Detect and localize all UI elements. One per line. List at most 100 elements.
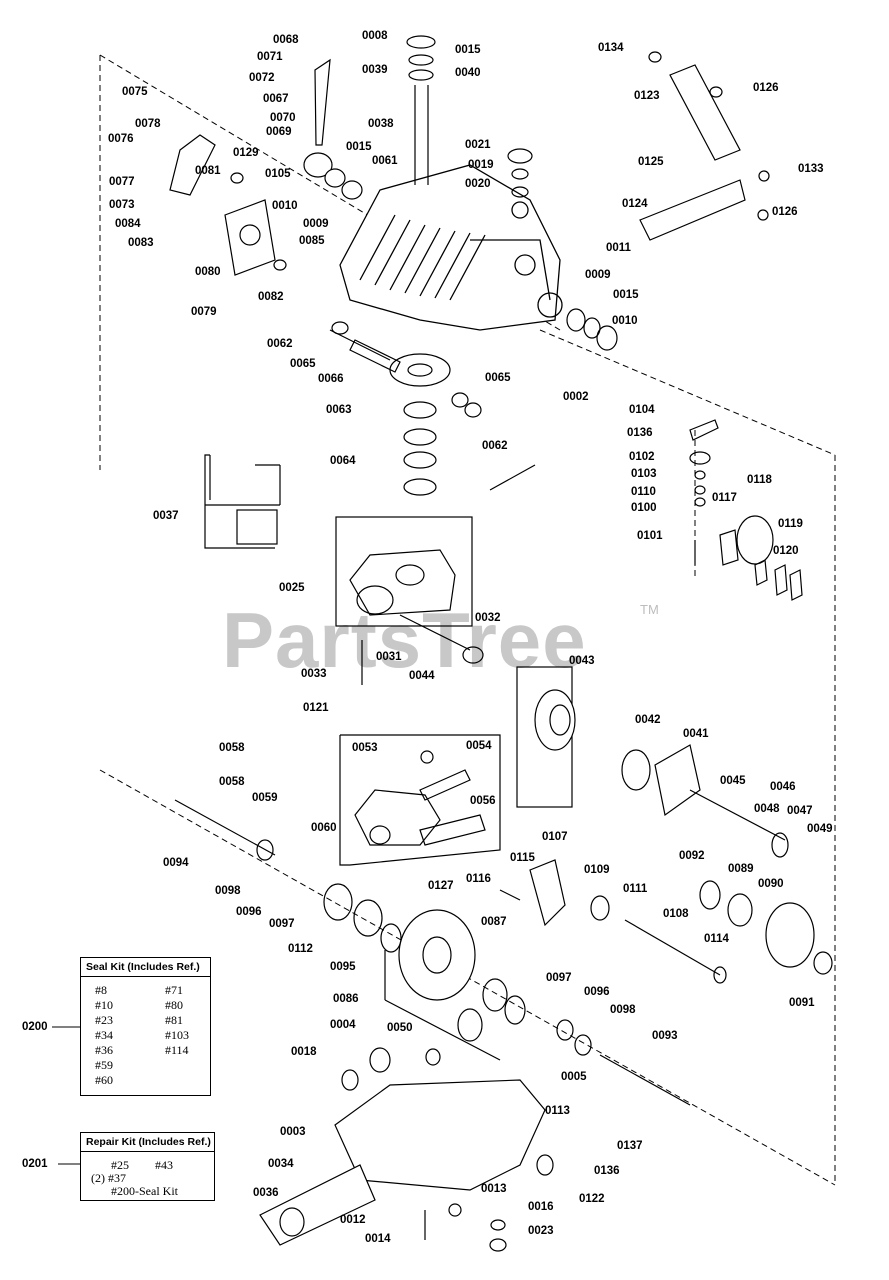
part-number-label: 0068 <box>273 34 299 46</box>
part-number-label: 0021 <box>465 139 491 151</box>
part-number-label: 0102 <box>629 451 655 463</box>
seal-kit-box: Seal Kit (Includes Ref.) #8#10#23#34#36 #… <box>80 957 211 1096</box>
part-number-label: 0126 <box>753 82 779 94</box>
lower-housing <box>259 1047 554 1252</box>
part-number-label: 0104 <box>629 404 655 416</box>
part-number-label: 0004 <box>330 1019 356 1031</box>
part-number-label: 0116 <box>466 873 491 885</box>
seal-kit-item: #80 <box>165 998 183 1012</box>
part-number-label: 0109 <box>584 864 610 876</box>
part-number-label: 0095 <box>330 961 356 973</box>
part-number-label: 0073 <box>109 199 135 211</box>
part-number-label: 0107 <box>542 831 568 843</box>
part-number-label: 0097 <box>269 918 295 930</box>
part-number-label: 0096 <box>584 986 610 998</box>
part-number-label: 0040 <box>455 67 481 79</box>
seal-kit-ref: 0200 <box>22 1021 48 1033</box>
part-number-label: 0093 <box>652 1030 678 1042</box>
part-number-label: 0121 <box>303 702 329 714</box>
part-number-label: 0136 <box>627 427 653 439</box>
part-number-label: 0066 <box>318 373 344 385</box>
part-number-label: 0070 <box>270 112 296 124</box>
part-number-label: 0015 <box>346 141 372 153</box>
part-number-label: 0010 <box>612 315 638 327</box>
part-number-label: 0012 <box>340 1214 366 1226</box>
part-number-label: 0008 <box>362 30 388 42</box>
part-number-label: 0071 <box>257 51 283 63</box>
part-number-label: 0053 <box>352 742 378 754</box>
part-number-label: 0019 <box>468 159 494 171</box>
part-number-label: 0063 <box>326 404 352 416</box>
seal-kit-item: #23 <box>95 1013 113 1027</box>
part-number-label: 0016 <box>528 1201 554 1213</box>
part-number-label: 0092 <box>679 850 705 862</box>
part-number-label: 0009 <box>585 269 611 281</box>
part-number-label: 0023 <box>528 1225 554 1237</box>
part-number-label: 0025 <box>279 582 305 594</box>
part-number-label: 0076 <box>108 133 134 145</box>
part-number-label: 0032 <box>475 612 501 624</box>
part-number-label: 0058 <box>219 776 245 788</box>
part-number-label: 0015 <box>613 289 639 301</box>
part-number-label: 0062 <box>267 338 293 350</box>
item-0121-box <box>339 734 501 866</box>
part-number-label: 0003 <box>280 1126 306 1138</box>
part-number-label: 0100 <box>631 502 657 514</box>
part-number-label: 0114 <box>704 933 729 945</box>
part-number-label: 0031 <box>376 651 402 663</box>
part-number-label: 0054 <box>466 740 492 752</box>
seal-kit-item: #8 <box>95 983 107 997</box>
seal-kit-item: #60 <box>95 1073 113 1087</box>
part-number-label: 0069 <box>266 126 292 138</box>
part-number-label: 0137 <box>617 1140 643 1152</box>
seal-kit-item: #10 <box>95 998 113 1012</box>
part-number-label: 0048 <box>754 803 780 815</box>
part-number-label: 0067 <box>263 93 289 105</box>
part-number-label: 0061 <box>372 155 398 167</box>
part-number-label: 0075 <box>122 86 148 98</box>
part-number-label: 0126 <box>772 206 798 218</box>
item-0025-box <box>335 516 473 627</box>
repair-kit-item: #43 <box>155 1158 173 1172</box>
part-number-label: 0080 <box>195 266 221 278</box>
part-number-label: 0036 <box>253 1187 279 1199</box>
valve-parts <box>689 419 803 601</box>
part-number-label: 0013 <box>481 1183 507 1195</box>
part-number-label: 0118 <box>747 474 772 486</box>
part-number-label: 0098 <box>610 1004 636 1016</box>
part-number-label: 0079 <box>191 306 217 318</box>
part-number-label: 0056 <box>470 795 496 807</box>
part-number-label: 0062 <box>482 440 508 452</box>
part-number-label: 0002 <box>563 391 589 403</box>
shock-assembly <box>639 51 770 241</box>
part-number-label: 0117 <box>712 492 737 504</box>
part-number-label: 0077 <box>109 176 135 188</box>
part-number-label: 0014 <box>365 1233 391 1245</box>
part-number-label: 0090 <box>758 878 784 890</box>
seal-kit-item: #114 <box>165 1043 189 1057</box>
part-number-label: 0042 <box>635 714 661 726</box>
part-number-label: 0060 <box>311 822 337 834</box>
repair-kit-ref: 0201 <box>22 1158 48 1170</box>
part-number-label: 0125 <box>638 156 664 168</box>
part-number-label: 0033 <box>301 668 327 680</box>
linkage-parts <box>169 58 363 276</box>
part-number-label: 0043 <box>569 655 595 667</box>
seal-kit-item: #103 <box>165 1028 189 1042</box>
seal-kit-title: Seal Kit (Includes Ref.) <box>81 958 210 977</box>
part-number-label: 0059 <box>252 792 278 804</box>
seal-kit-leader <box>52 1026 80 1028</box>
seal-kit-item: #34 <box>95 1028 113 1042</box>
motor-group <box>516 666 789 858</box>
part-number-label: 0037 <box>153 510 179 522</box>
part-number-label: 0096 <box>236 906 262 918</box>
part-number-label: 0133 <box>798 163 824 175</box>
part-number-label: 0064 <box>330 455 356 467</box>
part-number-label: 0039 <box>362 64 388 76</box>
part-number-label: 0083 <box>128 237 154 249</box>
seal-kit-item: #81 <box>165 1013 183 1027</box>
seal-kit-item: #36 <box>95 1043 113 1057</box>
input-shaft <box>406 35 533 198</box>
part-number-label: 0136 <box>594 1165 620 1177</box>
